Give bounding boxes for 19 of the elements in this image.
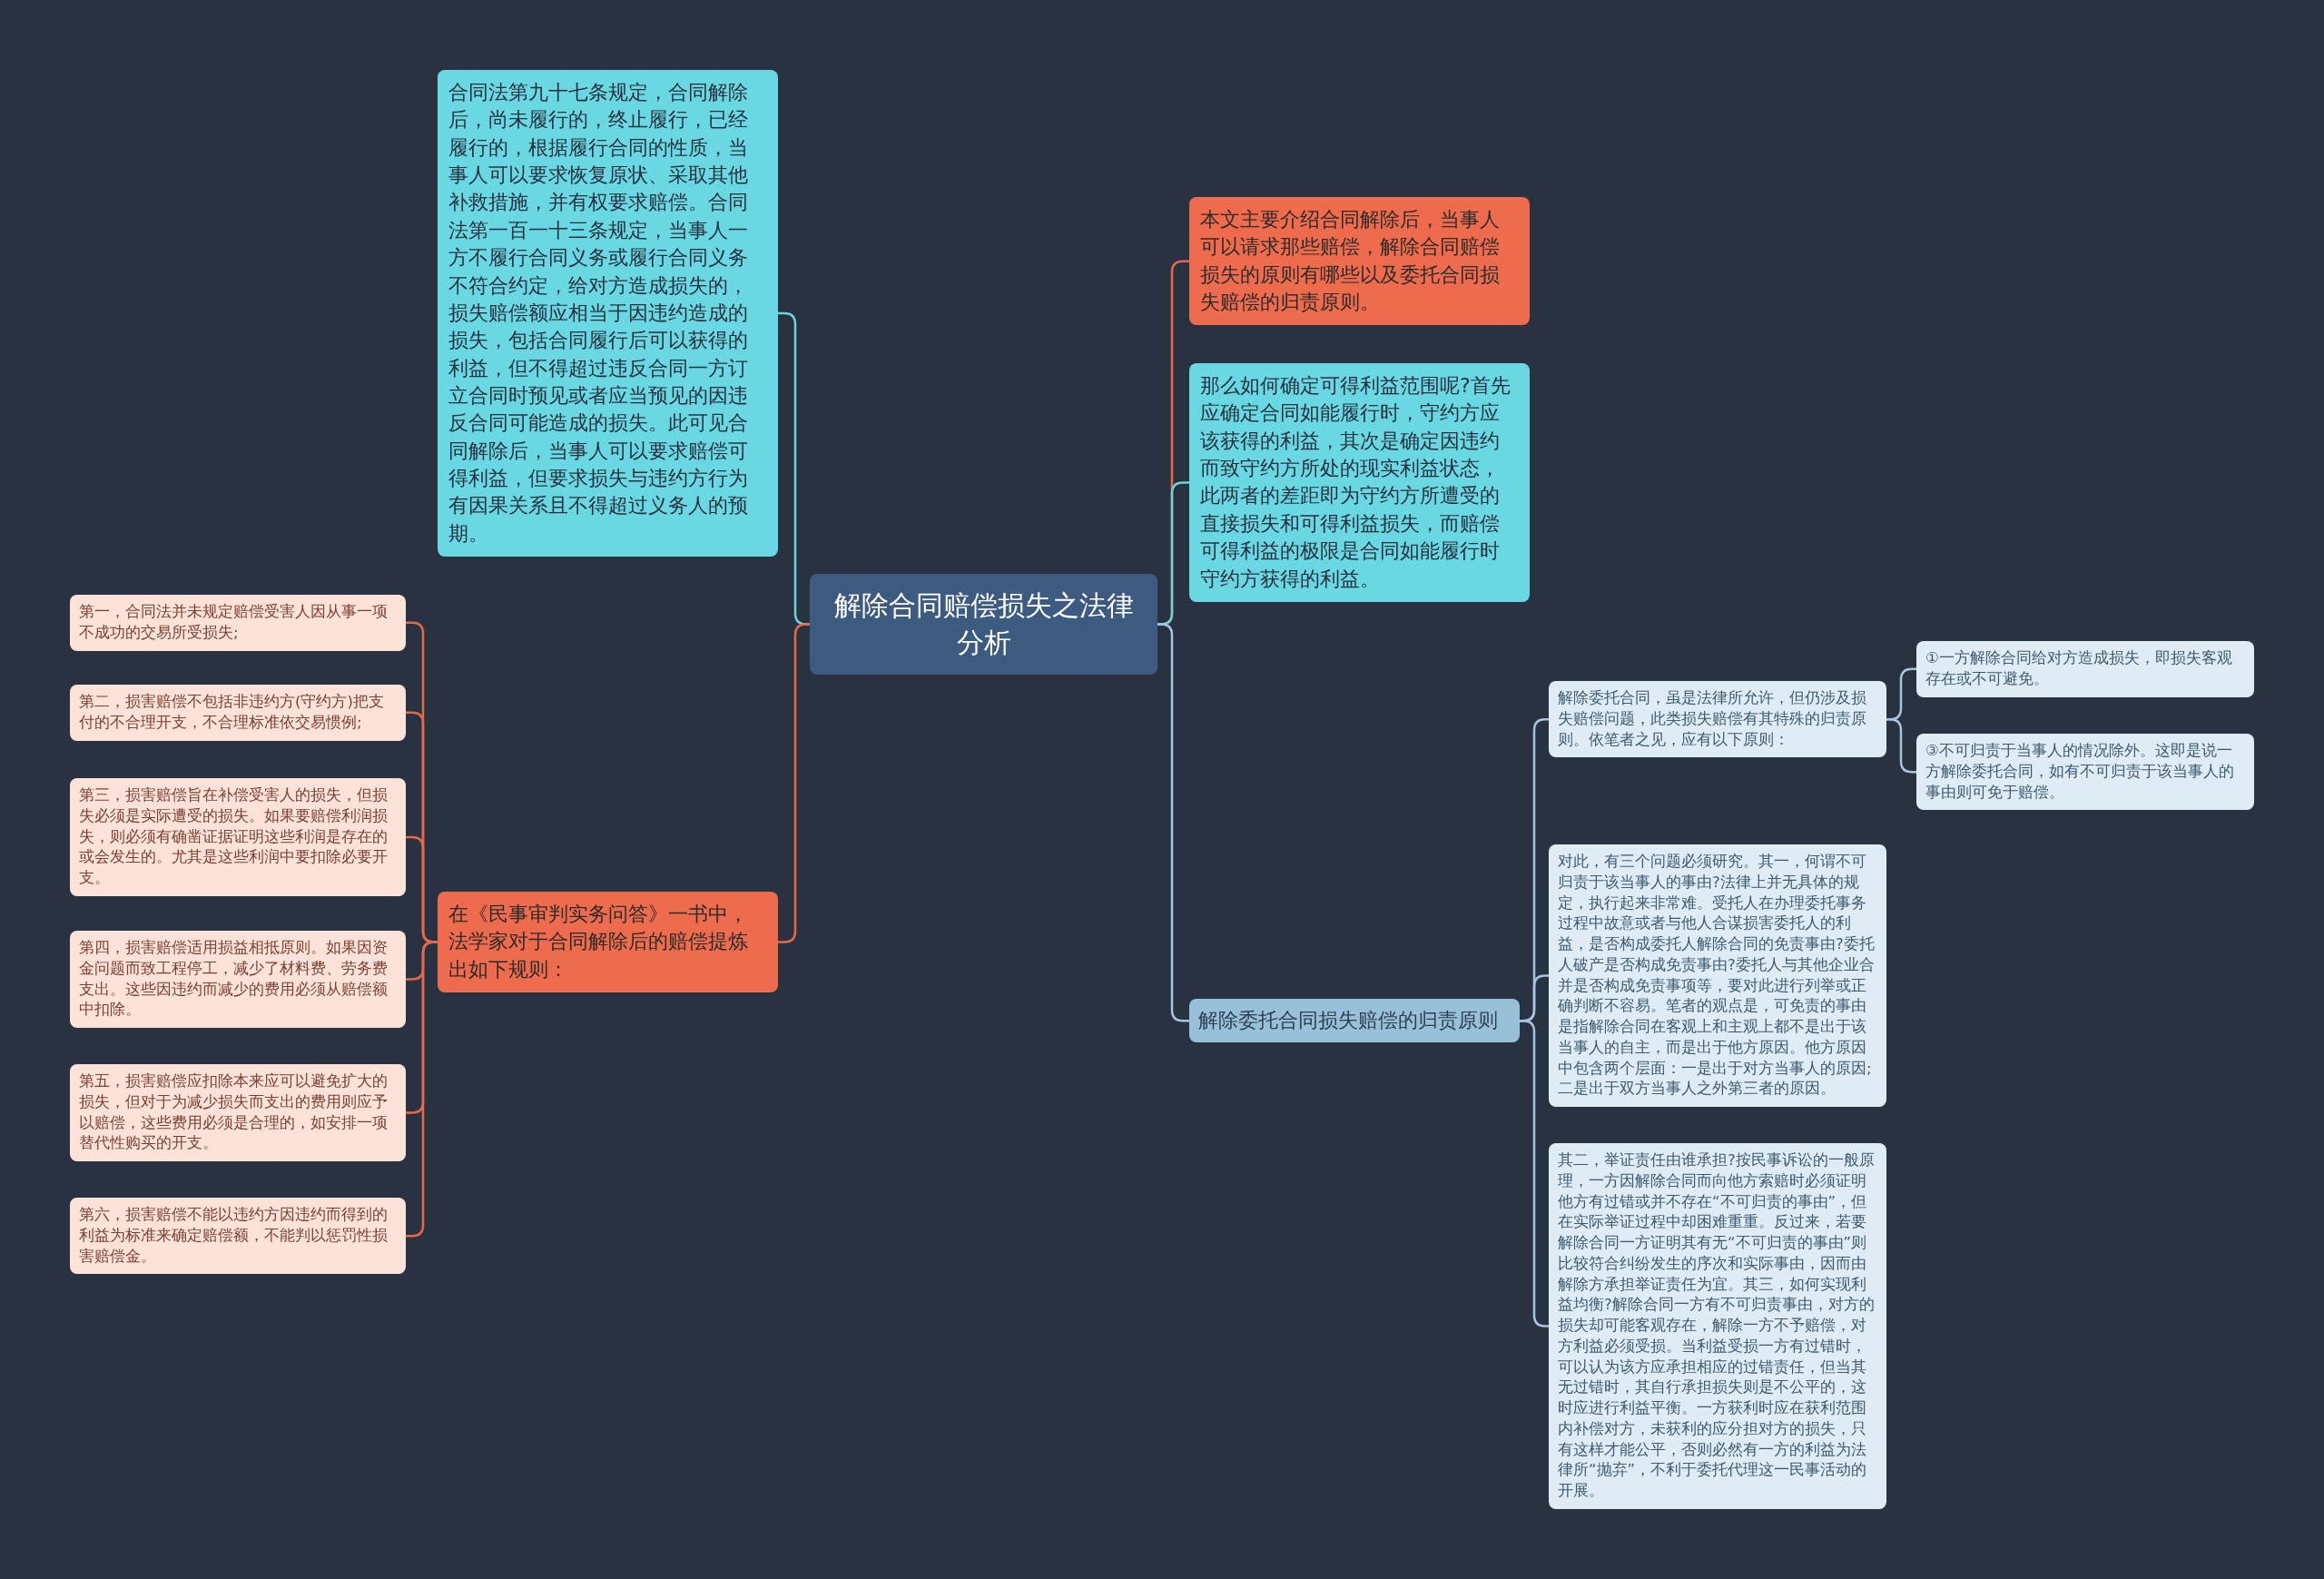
subtopic-box: 第一，合同法并未规定赔偿受害人因从事一项不成功的交易所受损失; bbox=[70, 595, 406, 651]
subtopic-box: 第四，损害赔偿适用损益相抵原则。如果因资金问题而致工程停工，减少了材料费、劳务费支出。这些因违约而减少的费用必须从赔偿额中扣除。 bbox=[70, 931, 406, 1029]
topic-box: 解除委托合同损失赔偿的归责原则 bbox=[1189, 999, 1520, 1043]
subtopic-box: 对此，有三个问题必须研究。其一，何谓不可归责于该当事人的事由?法律上并无具体的规定，执行起来非常难。受托人在办理委托事务过程中故意或者与他人合谋损害委托人的利益，是否构成委托人解除合同的免责事由?委托人破产是否构成免责事由?委托人与其他企业合并是否构成免责事项等，要对此进行列举或正确判断不容易。笔者的观点是，可免责的事由是指解除合同在客观上和主观上都不是出于该当事人的自主，而是出于他方原因。他方原因中包含两个层面：一是出于对方当事人的原因;二是出于双方当事人之外第三者的原因。 bbox=[1549, 844, 1886, 1108]
subtopic-box: 第五，损害赔偿应扣除本来应可以避免扩大的损失，但对于为减少损失而支出的费用则应予以赔偿，这些费用必须是合理的，如安排一项替代性购买的开支。 bbox=[70, 1064, 406, 1162]
subtopic-box: ③不可归责于当事人的情况除外。这即是说一方解除委托合同，如有不可归责于该当事人的事由则可免于赔偿。 bbox=[1916, 734, 2254, 811]
topic-box: 那么如何确定可得利益范围呢?首先应确定合同如能履行时，守约方应该获得的利益，其次是确定因违约而致守约方所处的现实利益状态，此两者的差距即为守约方所遭受的直接损失和可得利益损失，而赔偿可得利益的极限是合同如能履行时守约方获得的利益。 bbox=[1189, 363, 1530, 602]
topic-box: 在《民事审判实务问答》一书中，法学家对于合同解除后的赔偿提炼出如下规则： bbox=[438, 892, 778, 993]
subtopic-box: 第二，损害赔偿不包括非违约方(守约方)把支付的不合理开支，不合理标准依交易惯例; bbox=[70, 685, 406, 741]
central-topic-box: 解除合同赔偿损失之法律分析 bbox=[810, 574, 1157, 675]
connector bbox=[406, 941, 438, 1238]
subtopic-box: 解除委托合同，虽是法律所允许，但仍涉及损失赔偿问题，此类损失赔偿有其特殊的归责原则。依笔者之见，应有以下原则： bbox=[1549, 681, 1886, 758]
topic-box: 本文主要介绍合同解除后，当事人可以请求那些赔偿，解除合同赔偿损失的原则有哪些以及委托合同损失赔偿的归责原则。 bbox=[1189, 197, 1530, 326]
subtopic-box: ①一方解除合同给对方造成损失，即损失客观存在或不可避免。 bbox=[1916, 641, 2254, 697]
subtopic-box: 第六，损害赔偿不能以违约方因违约而得到的利益为标准来确定赔偿额，不能判以惩罚性损害赔偿金。 bbox=[70, 1198, 406, 1275]
topic-box: 合同法第九十七条规定，合同解除后，尚未履行的，终止履行，已经履行的，根据履行合同的性质，当事人可以要求恢复原状、采取其他补救措施，并有权要求赔偿。合同法第一百一十三条规定，当事人一方不履行合同义务或履行合同义务不符合约定，给对方造成损失的，损失赔偿额应相当于因违约造成的损失，包括合同履行后可以获得的利益，但不得超过违反合同一方订立合同时预见或者应当预见的因违反合同可能造成的损失。此可见合同解除后，当事人可以要求赔偿可得利益，但要求损失与违约方行为有因果关系且不得超过义务人的预期。 bbox=[438, 70, 778, 558]
connector bbox=[1886, 717, 1916, 774]
subtopic-box: 第三，损害赔偿旨在补偿受害人的损失，但损失必须是实际遭受的损失。如果要赔偿利润损失，则必须有确凿证据证明这些利润是存在的或会发生的。尤其是这些利润中要扣除必要开支。 bbox=[70, 778, 406, 896]
subtopic-box: 其二，举证责任由谁承担?按民事诉讼的一般原理，一方因解除合同而向他方索赔时必须证明他方有过错或并不存在“不可归责的事由”，但在实际举证过程中却困难重重。反过来，若要解除合同一方证明其有无“不可归责的事由”则比较符合纠纷发生的序次和实际事由，因而由解除方承担举证责任为宜。其三，如何实现利益均衡?解除合同一方有不可归责事由，对方的损失却可能客观存在，解除一方不予赔偿，对方利益必须受损。当利益受损一方有过错时，可以认为该方应承担相应的过错责任，但当其无过错时，其自行承担损失则是不公平的，这时应进行利益平衡。一方获利时应在获利范围内补偿对方，未获利的应分担对方的损失，只有这样才能公平，否则必然有一方的利益为法律所“抛弃”，不利于委托代理这一民事活动的开展。 bbox=[1549, 1143, 1886, 1509]
